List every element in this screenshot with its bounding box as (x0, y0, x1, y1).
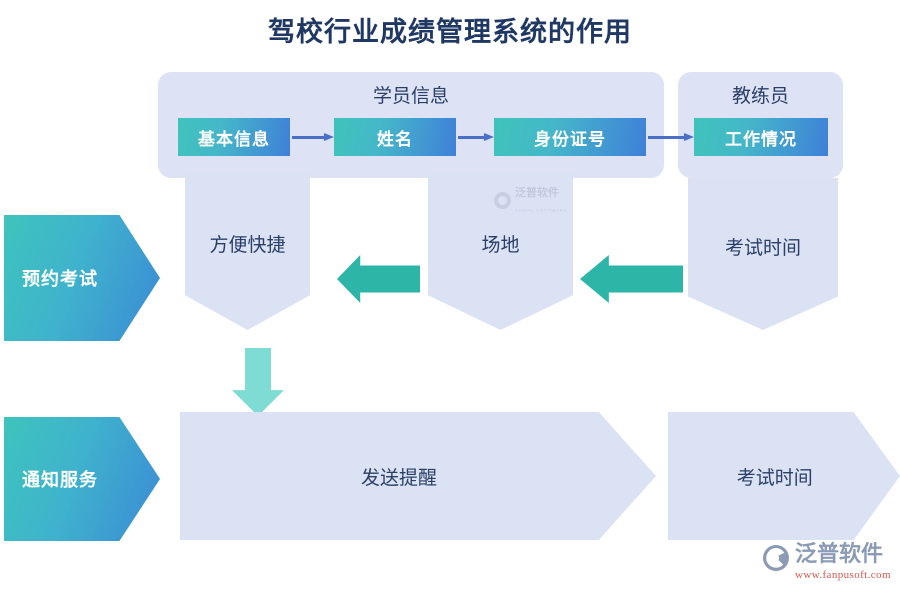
step-shape-label: 考试时间 (724, 237, 801, 259)
arrow-head (324, 133, 334, 141)
step-shape-exam-time-bottom[interactable]: 考试时间 (668, 412, 900, 540)
arrow-right-icon-2 (458, 133, 494, 142)
step-shape-send-reminder[interactable]: 发送提醒 (180, 412, 656, 540)
step-shape-label: 方便快捷 (209, 234, 286, 256)
arrow-left-icon-2 (580, 255, 683, 303)
arrow-head (484, 133, 494, 141)
arrow-right-icon-1 (292, 133, 334, 142)
brand-text: 泛普软件 www.fanpusoft.com (795, 542, 891, 583)
lead-shape-appointment-exam[interactable]: 预约考试 (4, 215, 160, 341)
step-shape-label: 考试时间 (736, 467, 813, 489)
arrow-shaft (292, 136, 325, 139)
arrow-down-icon (232, 348, 284, 416)
group-label-students: 学员信息 (372, 86, 449, 107)
step-shape-label: 发送提醒 (360, 467, 437, 489)
step-shape-label: 场地 (481, 234, 520, 256)
lead-shape-label: 通知服务 (22, 470, 98, 490)
brand-url: www.fanpusoft.com (795, 568, 891, 581)
arrow-right-icon-3 (648, 133, 694, 142)
chip-name[interactable]: 姓名 (334, 118, 456, 156)
arrow-head (684, 133, 694, 141)
arrow-shaft (648, 136, 685, 139)
step-shape-exam-time[interactable]: 考试时间 (688, 178, 838, 330)
arrow-left-icon-1 (337, 255, 420, 303)
chip-work-status[interactable]: 工作情况 (694, 118, 828, 156)
group-label-coaches: 教练员 (731, 86, 789, 107)
step-shape-venue[interactable]: 场地 (428, 172, 573, 330)
chip-id-number[interactable]: 身份证号 (494, 118, 646, 156)
lead-shape-notification-service[interactable]: 通知服务 (4, 417, 160, 541)
page-title: 驾校行业成绩管理系统的作用 (268, 17, 632, 47)
lead-shape-label: 预约考试 (22, 269, 98, 289)
fanpu-mark-icon (762, 544, 790, 572)
arrow-shaft (458, 136, 485, 139)
chip-basic-info[interactable]: 基本信息 (178, 118, 290, 156)
brand-name: 泛普软件 (795, 541, 884, 566)
step-shape-convenient[interactable]: 方便快捷 (185, 172, 310, 330)
brand-logo: 泛普软件 www.fanpusoft.com (762, 542, 891, 583)
